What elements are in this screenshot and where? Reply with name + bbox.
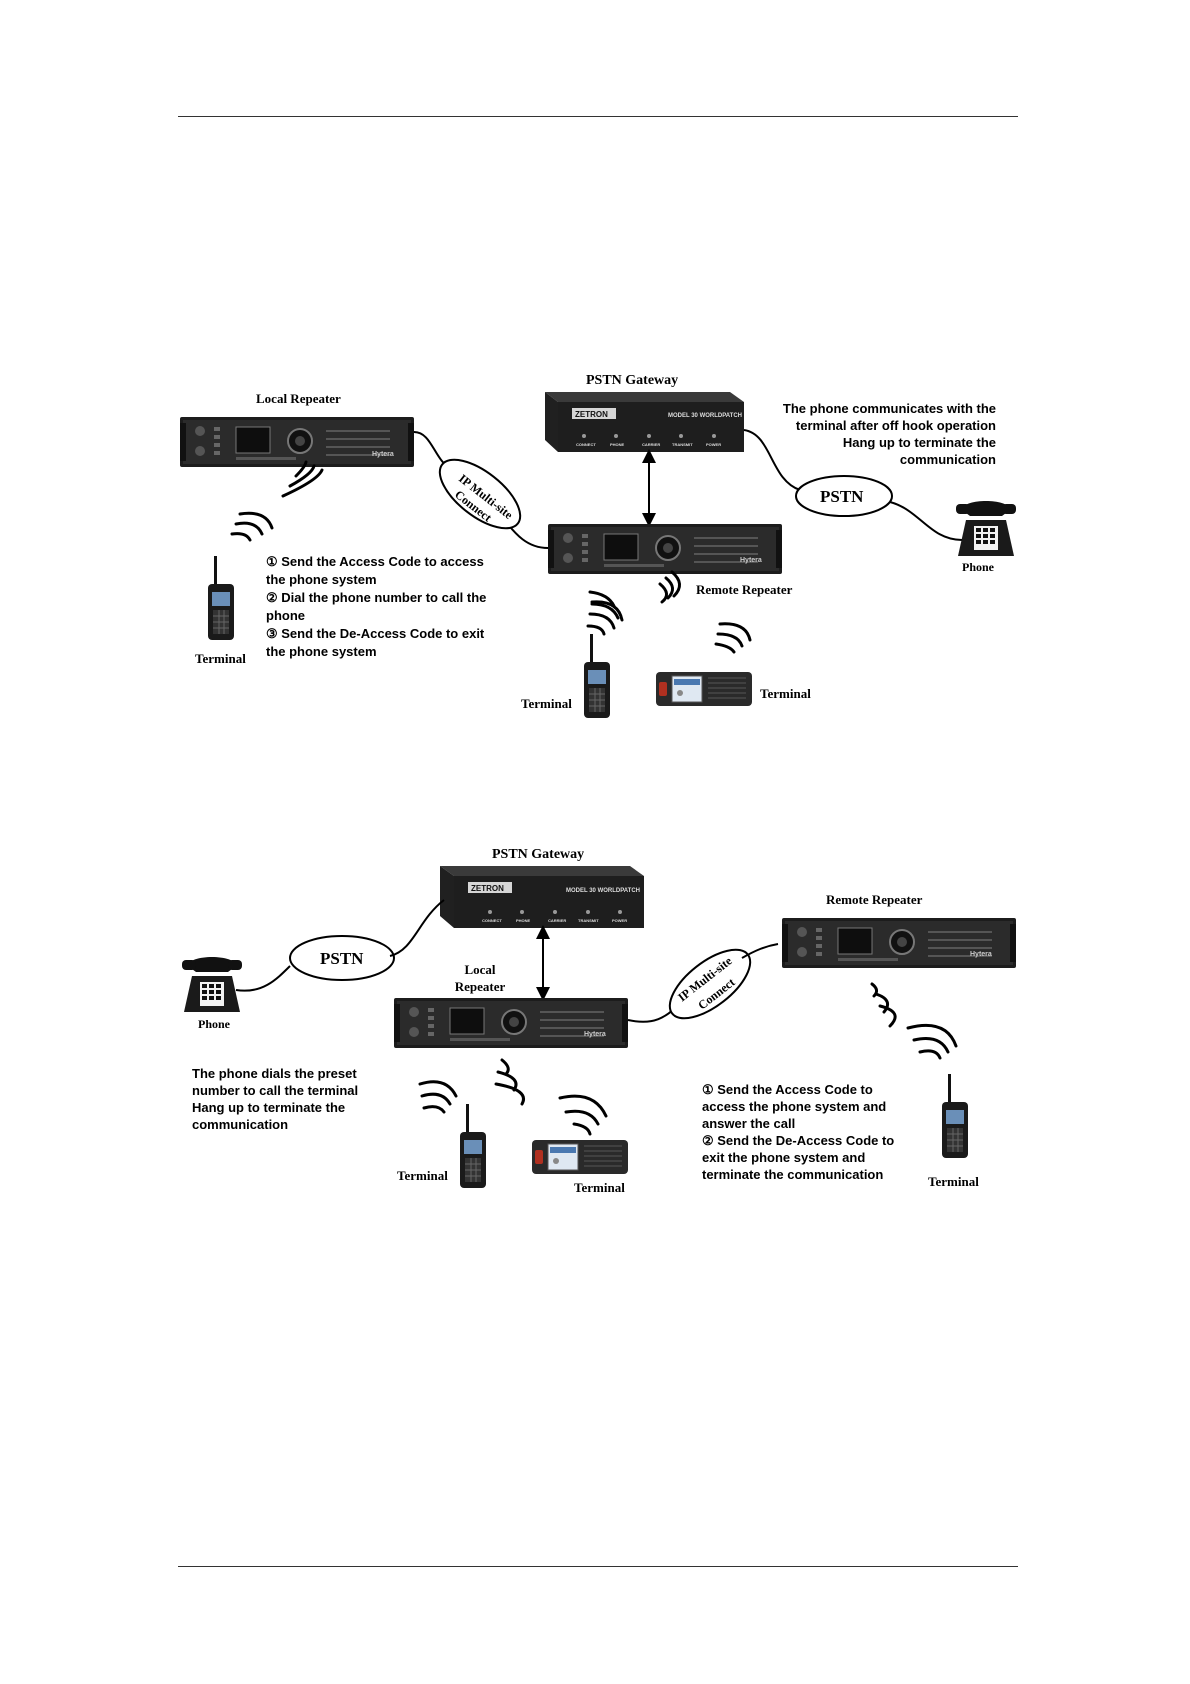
step2-2-line-1: ② Send the De-Access Code to [702,1133,894,1148]
gateway2-led-transmit: TRANSMIT [578,918,599,923]
gateway-brand: ZETRON [575,410,608,419]
step2-1-line-1: ① Send the Access Code to [702,1082,873,1097]
step-3-line-2: the phone system [266,644,377,659]
header-rule [178,116,1018,117]
pstn-gateway-label-2: PSTN Gateway [492,847,584,862]
local-repeater-label-2b: Repeater [455,979,506,994]
pstn-label-2: PSTN [320,949,364,968]
gateway-led-connect: CONNECT [576,442,596,447]
pstn-cloud-2: PSTN [289,935,395,981]
pstn-gateway-label: PSTN Gateway [586,373,678,388]
diagram-1: Local Repeater Hytera PSTN Gateway ZETRO… [179,373,1016,719]
terminal-mobile2-device [531,1139,629,1175]
remote-repeater-label-2: Remote Repeater [826,892,923,907]
step-3-line-1: ③ Send the De-Access Code to exit [266,626,485,641]
gateway2-led-carrier: CARRIER [548,918,566,923]
phone-icon-2 [182,957,242,1012]
ip-multisite-link: IP Multi-site Connect [438,458,522,530]
step-1-line-1: ① Send the Access Code to access [266,554,484,569]
local-repeater-device [179,416,415,468]
pstn-gateway-device: ZETRON MODEL 30 WORLDPATCH CONNECT PHONE… [545,392,744,452]
local-repeater-signal-icon [281,460,324,498]
pstn-cable-right [889,501,963,541]
ip-link2-cable-right [741,943,779,959]
remote-repeater-device [547,523,783,575]
terminal-center-handheld [583,633,611,719]
remote-repeater2-signal-icon [870,982,897,1028]
local-repeater-label: Local Repeater [256,391,341,406]
remote-repeater-label: Remote Repeater [696,582,793,597]
gateway2-led-connect: CONNECT [482,918,502,923]
phone-icon [956,501,1016,556]
terminal-left-signal-icon [230,511,274,542]
steps-list-2: ① Send the Access Code to access the pho… [702,1082,894,1182]
phone-note2-line-2: number to call the terminal [192,1083,358,1098]
terminal-right-device [941,1073,969,1159]
gateway-led-transmit: TRANSMIT [672,442,693,447]
local-repeater-brand: Hytera [372,451,394,458]
phone-note2-line-4: communication [192,1117,288,1132]
terminal-left-handheld [207,555,235,641]
gateway-led-carrier: CARRIER [642,442,660,447]
phone-label-2: Phone [198,1017,231,1031]
local-repeater-device-2 [393,997,629,1049]
steps-list: ① Send the Access Code to access the pho… [266,554,486,659]
terminal-right-signal-icon [906,1023,958,1060]
terminal-handheld2-signal-icon [418,1080,458,1114]
terminal-mobile2-signal-icon [558,1094,608,1136]
step-1-line-2: the phone system [266,572,377,587]
step-2-line-1: ② Dial the phone number to call the [266,590,486,605]
terminal-mobile2-label: Terminal [574,1180,625,1195]
gateway-model-2: MODEL 30 WORLDPATCH [566,888,640,894]
step-2-line-2: phone [266,608,305,623]
gateway-led-phone: PHONE [610,442,625,447]
phone-note-line-1: The phone communicates with the [783,401,996,416]
local-repeater-brand-2: Hytera [584,1031,606,1038]
phone-note-line-3: Hang up to terminate the [843,435,996,450]
remote-repeater-brand-2: Hytera [970,951,992,958]
phone-note-2: The phone dials the preset number to cal… [192,1066,358,1132]
phone-label: Phone [962,560,995,574]
phone-note2-line-1: The phone dials the preset [192,1066,357,1081]
step2-1-line-2: access the phone system and [702,1099,886,1114]
gateway2-led-phone: PHONE [516,918,531,923]
local-repeater-label-2a: Local [464,962,495,977]
terminal-mobile-signal-icon [714,622,752,654]
terminal-right-label: Terminal [928,1174,979,1189]
pstn-cable-left [743,429,801,491]
gateway-brand-2: ZETRON [471,884,504,893]
ip-multisite-link-2: IP Multi-site Connect [668,948,752,1020]
footer-rule [178,1566,1018,1567]
terminal-left-label: Terminal [195,651,246,666]
phone-note-line-4: communication [900,452,996,467]
pstn-label: PSTN [820,487,864,506]
pstn2-cable-right [389,899,445,957]
terminal-handheld2-device [459,1103,487,1189]
step2-1-line-3: answer the call [702,1116,795,1131]
remote-repeater-device-2 [781,917,1017,969]
terminal-center-label: Terminal [521,696,572,711]
gateway-model: MODEL 30 WORLDPATCH [668,413,742,419]
step2-2-line-3: terminate the communication [702,1167,883,1182]
remote-repeater-signal-icon [588,570,681,620]
pstn-gateway-device-2: ZETRON MODEL 30 WORLDPATCH CONNECT PHONE… [440,866,644,928]
terminal-center-signal-icon [586,600,624,636]
pstn-cloud: PSTN [795,475,893,517]
gateway-led-power: POWER [706,442,721,447]
phone-note2-line-3: Hang up to terminate the [192,1100,345,1115]
terminal-mobile-label: Terminal [760,686,811,701]
terminal-handheld2-label: Terminal [397,1168,448,1183]
local-repeater2-signal-icon [494,1058,525,1106]
diagram-2: PSTN Gateway ZETRON MODEL 30 WORLDPATCH … [182,847,1017,1195]
terminal-mobile-device [655,671,753,707]
remote-repeater-brand: Hytera [740,557,762,564]
pstn2-cable-left [235,965,291,992]
phone-note-line-2: terminal after off hook operation [796,418,996,433]
step2-2-line-2: exit the phone system and [702,1150,865,1165]
gateway2-led-power: POWER [612,918,627,923]
phone-note: The phone communicates with the terminal… [783,401,996,467]
